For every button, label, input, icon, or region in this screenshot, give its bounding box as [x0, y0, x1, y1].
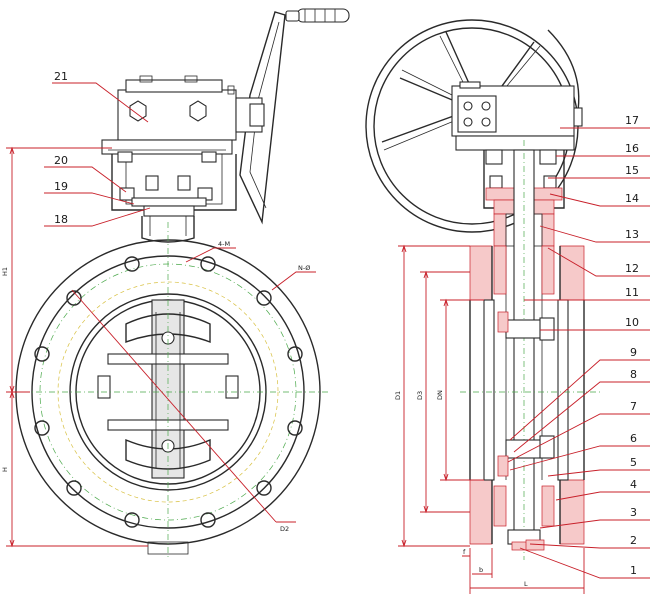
dim-b-label: b [479, 566, 483, 574]
part-label-7: 7 [630, 400, 637, 413]
dim-h-label: H [1, 467, 9, 472]
part-label-13: 13 [625, 228, 639, 241]
left-dimensions: H1 H 4-M N-Ø D2 [1, 146, 316, 548]
dim-d3-label: D3 [416, 391, 424, 400]
part-label-6: 6 [630, 432, 637, 445]
left-front-view: H1 H 4-M N-Ø D2 21 20 19 18 [1, 8, 350, 560]
left-part-leaders: 21 20 19 18 [44, 70, 151, 227]
part-label-4: 4 [630, 478, 637, 491]
part-label-9: 9 [630, 346, 637, 359]
dim-4m-label: 4-M [218, 240, 230, 248]
flange-bolt-holes [34, 256, 303, 528]
part-label-2: 2 [630, 534, 637, 547]
part-label-16: 16 [625, 142, 639, 155]
part-label-15: 15 [625, 164, 639, 177]
valve-body-front [10, 222, 328, 560]
gearbox-side [451, 81, 575, 151]
bracket-front [111, 151, 237, 243]
handwheel-side [365, 19, 583, 233]
dim-l-label: L [524, 580, 528, 588]
part-label-8: 8 [630, 368, 637, 381]
part-label-19: 19 [54, 180, 68, 193]
handwheel-edge [239, 8, 350, 225]
part-label-12: 12 [625, 262, 639, 275]
dim-d2-label: D2 [280, 525, 289, 533]
part-label-3: 3 [630, 506, 637, 519]
part-label-20: 20 [54, 154, 68, 167]
right-section-view: D1 D3 DN f b L 17 16 [365, 19, 650, 594]
dim-dn-label: DN [436, 390, 444, 400]
valve-body-section [460, 140, 600, 560]
dim-d1-label: D1 [394, 391, 402, 400]
part-label-10: 10 [625, 316, 639, 329]
part-label-21: 21 [54, 70, 68, 83]
part-label-18: 18 [54, 213, 68, 226]
right-dimensions: D1 D3 DN f b L [394, 244, 585, 594]
part-label-5: 5 [630, 456, 637, 469]
right-part-leaders: 17 16 15 14 13 12 11 10 9 8 7 6 5 4 3 2 … [507, 114, 650, 579]
dim-f-label: f [463, 548, 466, 556]
gearbox-front [101, 75, 265, 155]
dim-h1-label: H1 [1, 267, 9, 276]
part-label-11: 11 [625, 286, 639, 299]
part-label-17: 17 [625, 114, 639, 127]
part-label-1: 1 [630, 564, 637, 577]
part-label-14: 14 [625, 192, 639, 205]
dim-nphi-label: N-Ø [298, 264, 310, 272]
